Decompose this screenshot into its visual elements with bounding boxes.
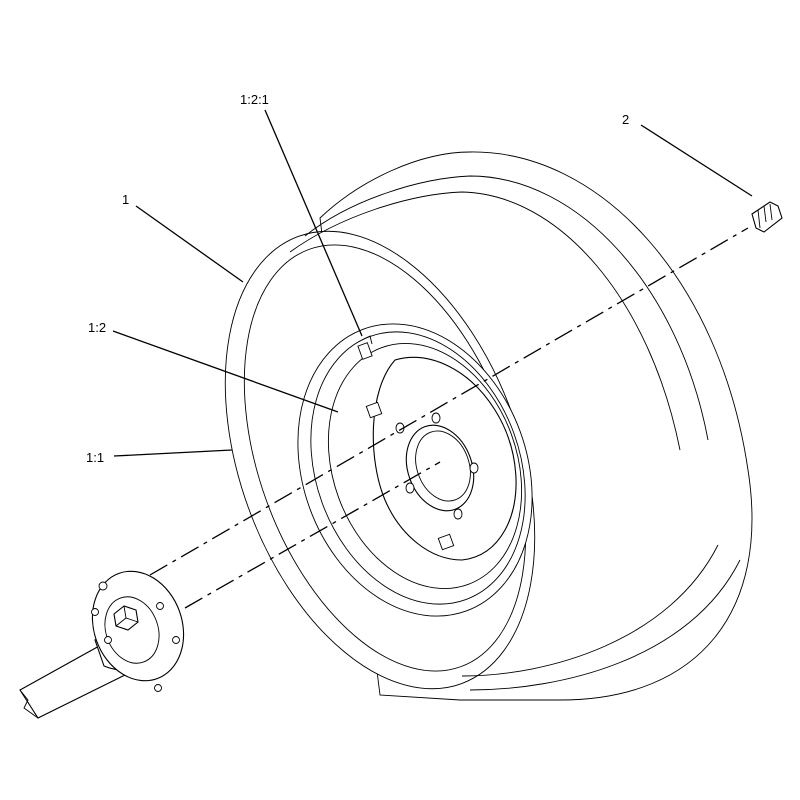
wheel-rim <box>297 323 533 617</box>
leader-1 <box>135 205 244 283</box>
leader-1-2 <box>112 330 339 413</box>
callout-1-1: 1:1 <box>86 450 104 465</box>
leader-lines <box>112 109 753 457</box>
hub-nut <box>113 605 139 631</box>
leader-2 <box>640 124 753 197</box>
callout-1: 1 <box>122 192 129 207</box>
wheel-bolt <box>751 201 783 233</box>
leader-1-2-1 <box>264 109 363 337</box>
callout-1-2-1: 1:2:1 <box>240 92 269 107</box>
callout-labels: 1:2:1 2 1 1:2 1:1 <box>86 92 629 465</box>
valve-stem <box>357 335 373 360</box>
callout-1-2: 1:2 <box>88 320 106 335</box>
hub-axle <box>19 570 185 719</box>
assembly-axes <box>149 227 749 609</box>
leader-1-1 <box>113 449 233 457</box>
callout-2: 2 <box>622 112 629 127</box>
